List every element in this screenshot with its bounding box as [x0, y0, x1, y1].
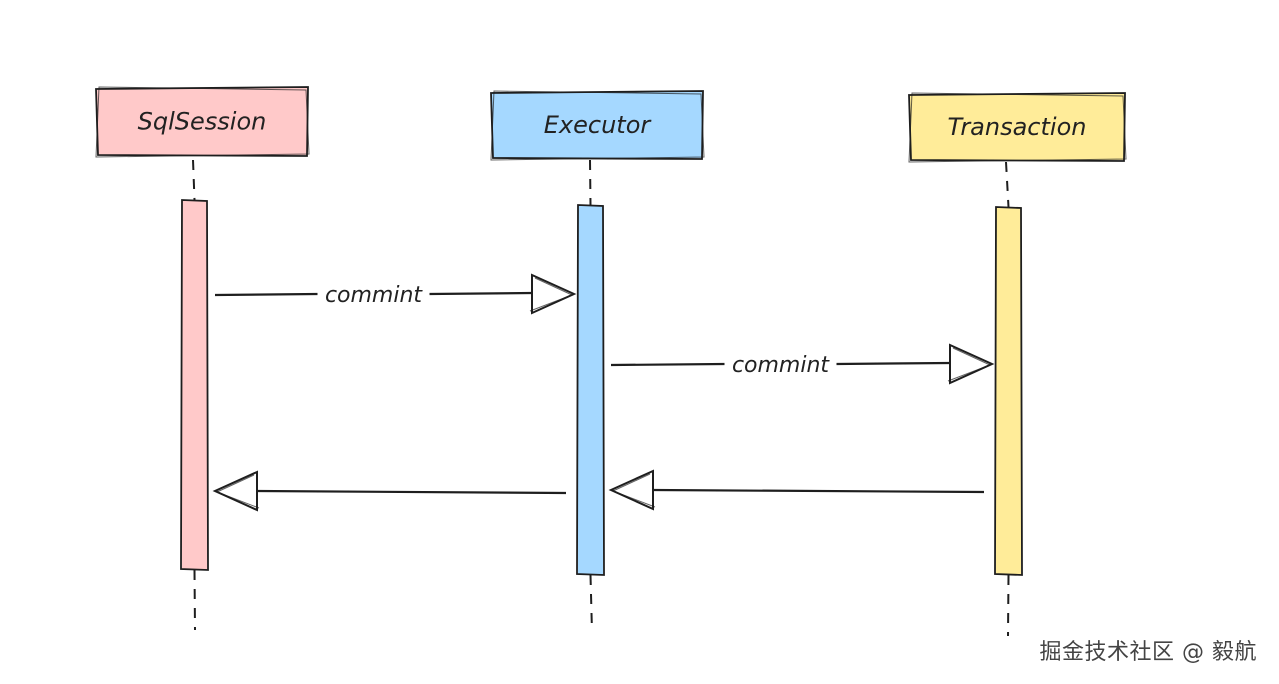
arrowhead-icon — [212, 470, 258, 512]
message-4 — [212, 470, 567, 512]
message-line — [214, 292, 318, 297]
participant-box-transaction — [910, 94, 1124, 160]
message-label: commint — [325, 283, 423, 308]
lifeline-bottom-transaction — [1007, 574, 1010, 637]
activation-bar-executor — [578, 205, 603, 575]
message-line — [836, 361, 951, 366]
arrowhead-sketch — [947, 347, 992, 382]
activation-bar-outline — [180, 199, 209, 571]
lifeline-top-transaction — [1005, 161, 1010, 208]
activation-bar-sqlsession — [182, 200, 207, 570]
participant-box-executor — [492, 92, 702, 158]
lifeline-top-executor — [589, 159, 592, 206]
message-line — [429, 291, 533, 296]
participant-executor: Executor — [490, 90, 705, 633]
participant-box-sqlsession — [97, 88, 307, 155]
arrowhead-sketch — [215, 474, 260, 509]
lifeline-bottom-sqlsession — [193, 569, 196, 631]
participant-label-executor: Executor — [544, 111, 653, 139]
lifeline-bottom-executor — [589, 574, 593, 633]
participant-label-sqlsession: SqlSession — [138, 108, 267, 136]
lifeline-top-sqlsession — [192, 159, 196, 201]
watermark: 掘金技术社区 @ 毅航 — [1039, 640, 1257, 665]
participant-box-outline-sketch — [908, 92, 1127, 163]
participant-box-outline-sketch — [95, 86, 310, 158]
arrowhead-icon — [949, 343, 995, 385]
participant-label-transaction: Transaction — [948, 113, 1087, 141]
message-1: commint — [214, 273, 577, 315]
message-3 — [608, 469, 985, 511]
activation-bar-outline — [576, 204, 605, 576]
message-line — [652, 488, 985, 494]
participant-sqlsession: SqlSession — [95, 86, 310, 631]
message-label: commint — [732, 353, 830, 378]
message-2: commint — [610, 343, 995, 385]
arrowhead-sketch — [529, 277, 574, 312]
participant-transaction: Transaction — [908, 92, 1127, 637]
activation-bar-transaction — [996, 207, 1021, 575]
message-line — [256, 489, 567, 495]
arrowhead-icon — [608, 469, 654, 511]
arrowhead-sketch — [611, 473, 656, 508]
arrowhead-icon — [531, 273, 577, 315]
message-line — [610, 362, 725, 367]
activation-bar-outline — [994, 206, 1023, 576]
participant-box-outline-sketch — [490, 90, 705, 161]
